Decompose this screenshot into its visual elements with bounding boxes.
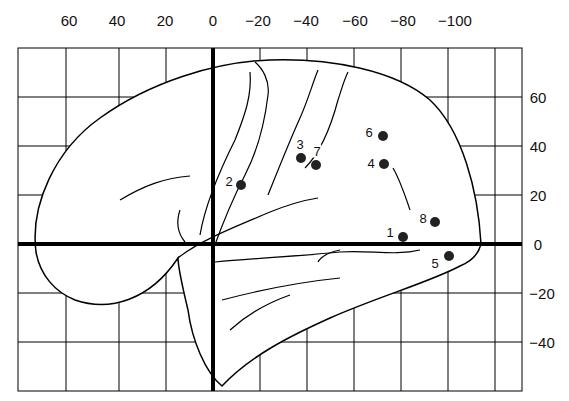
callout-number: 7 (312, 145, 321, 158)
activation-dot (378, 131, 388, 141)
activation-dot (311, 160, 321, 170)
callout-number: 3 (295, 138, 304, 151)
sylvian-fissure (178, 198, 318, 258)
activation-dot (296, 153, 306, 163)
intraparietal-sulcus (305, 72, 348, 168)
axis-tick-label: −60 (342, 13, 367, 28)
axis-tick-label: −100 (438, 13, 472, 28)
callout-number: 2 (224, 175, 233, 188)
axis-tick-label: 60 (61, 13, 78, 28)
frontal-sulcus (178, 210, 185, 242)
callout-number: 5 (430, 257, 439, 270)
axis-tick-label: 40 (530, 139, 547, 154)
postcentral-sulcus (268, 70, 318, 195)
axis-tick-label: 20 (157, 13, 174, 28)
axis-tick-label: 0 (209, 13, 217, 28)
activation-dots (236, 131, 454, 261)
axis-tick-label: 0 (534, 237, 542, 252)
axis-tick-label: −40 (529, 335, 554, 350)
activation-dot (444, 251, 454, 261)
temporal-sulcus (230, 295, 290, 330)
central-sulcus (213, 62, 268, 250)
activation-dot (236, 180, 246, 190)
axis-tick-label: −40 (293, 13, 318, 28)
frontal-sulcus (120, 176, 190, 200)
axes (18, 48, 522, 391)
callout-number: 4 (366, 157, 375, 170)
inferior-temporal-sulcus (222, 278, 340, 300)
axis-tick-label: −20 (529, 286, 554, 301)
occipital-sulcus (393, 168, 410, 210)
activation-dot (430, 217, 440, 227)
callout-number: 8 (418, 212, 427, 225)
grid (18, 48, 522, 391)
axis-tick-label: −80 (390, 13, 415, 28)
axis-tick-label: 40 (109, 13, 126, 28)
horizontal-axis (18, 242, 522, 246)
brain-outline (35, 60, 481, 386)
precentral-sulcus (200, 72, 250, 235)
temporal-sulcus (318, 250, 340, 262)
axis-tick-label: 60 (530, 90, 547, 105)
vertical-axis (211, 48, 215, 391)
sulci (120, 62, 420, 330)
activation-dot (398, 232, 408, 242)
superior-temporal-sulcus (215, 250, 420, 262)
callout-number: 6 (364, 126, 373, 139)
axis-tick-label: 20 (530, 188, 547, 203)
grid-frame (18, 48, 522, 391)
axis-tick-label: −20 (245, 13, 270, 28)
activation-dot (379, 159, 389, 169)
callout-number: 1 (385, 226, 394, 239)
